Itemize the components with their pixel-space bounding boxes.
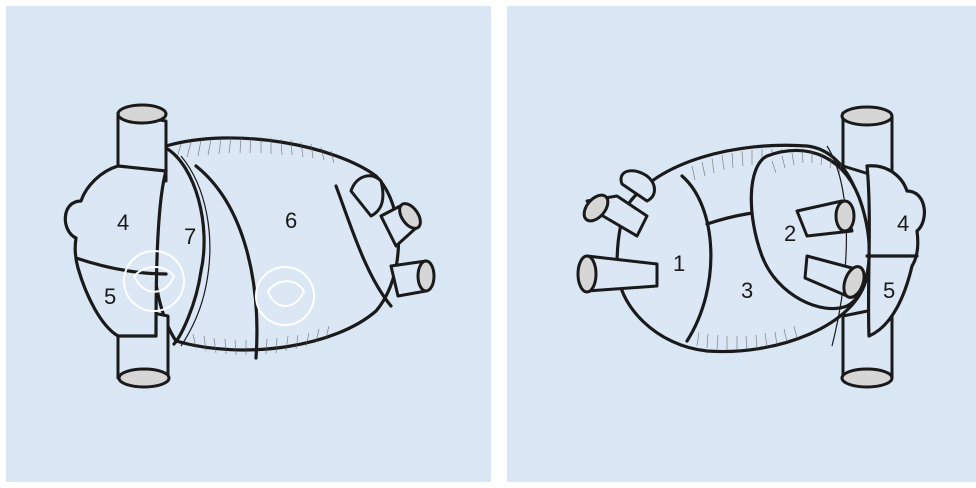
ivc-opening-right bbox=[840, 367, 894, 389]
right-heart-diagram: 1 2 3 4 5 bbox=[576, 105, 926, 389]
label-1-right: 1 bbox=[673, 251, 685, 276]
region6-right-divider-left bbox=[334, 184, 393, 308]
region2-vein-upper-opening-right bbox=[834, 199, 856, 233]
pulmonary-branch-lower-opening-right bbox=[576, 254, 598, 294]
hatch-region2-right bbox=[771, 150, 843, 174]
label-6-left: 6 bbox=[285, 208, 297, 233]
mitral-valve-ring-left bbox=[255, 266, 315, 326]
label-5-left: 5 bbox=[104, 284, 116, 309]
right-heart-view-panel: 1 2 3 4 5 bbox=[507, 6, 976, 482]
label-4-right: 4 bbox=[897, 211, 909, 236]
svc-opening-right bbox=[840, 105, 894, 127]
hatch-shading-top-left bbox=[176, 136, 335, 356]
appendage-right bbox=[619, 169, 656, 203]
pulmonary-branch-upper-opening-right bbox=[582, 193, 610, 223]
region7-inner-line-left bbox=[180, 155, 211, 347]
label-4-left: 4 bbox=[117, 210, 129, 235]
label-3-right: 3 bbox=[741, 278, 753, 303]
label-2-right: 2 bbox=[784, 221, 796, 246]
region7-boundary-left bbox=[164, 146, 206, 346]
right-atrium-right bbox=[865, 164, 926, 338]
svc-opening-left bbox=[116, 103, 168, 125]
ivc-opening-left bbox=[117, 367, 171, 389]
region6-boundary-left bbox=[194, 164, 259, 360]
tricuspid-valve-ring-left bbox=[123, 250, 185, 312]
pulmonary-vein-mid-opening-left bbox=[398, 202, 422, 230]
region2-vein-lower-opening-right bbox=[842, 265, 866, 299]
region1-boundary-right bbox=[680, 174, 713, 343]
left-heart-diagram: 4 5 7 6 bbox=[63, 103, 436, 389]
ra-divider-left bbox=[74, 256, 168, 276]
pulmonary-vein-lower-opening-left bbox=[416, 259, 436, 293]
pulmonary-vein-upper-left bbox=[349, 174, 385, 218]
left-heart-view-panel: 4 5 7 6 bbox=[6, 6, 491, 482]
label-5-right: 5 bbox=[883, 278, 895, 303]
label-7-left: 7 bbox=[184, 224, 196, 249]
